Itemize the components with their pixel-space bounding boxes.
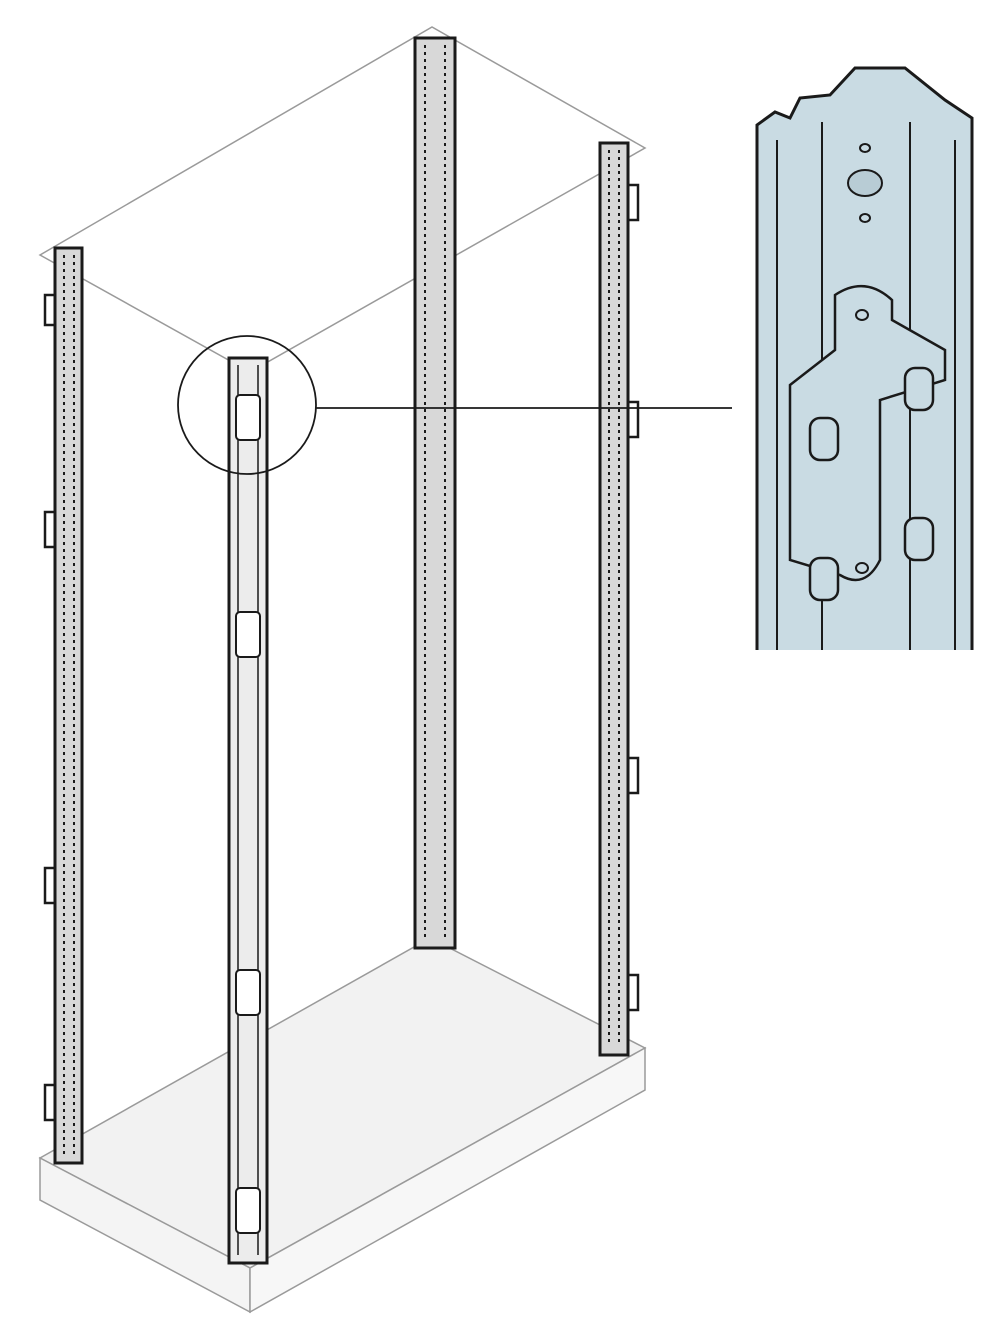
post-left [43,246,84,1165]
top-frame-outline [38,26,647,373]
post-right [598,141,640,1057]
detail-callout [177,335,732,475]
base-plinth [38,937,647,1314]
post-back [413,36,457,950]
detail-panel [755,66,974,650]
post-front [227,356,269,1265]
